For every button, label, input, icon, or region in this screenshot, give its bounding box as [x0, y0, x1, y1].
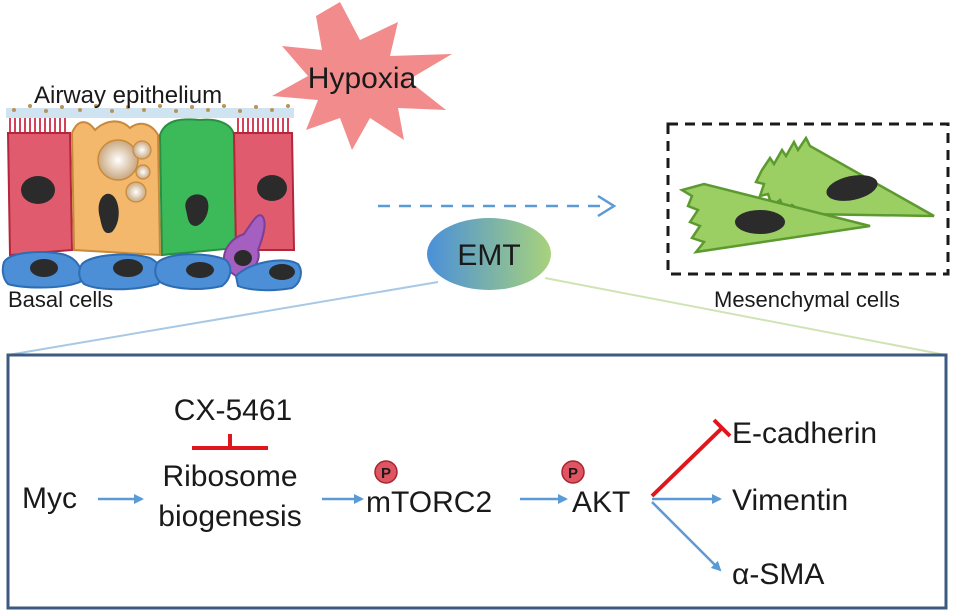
ribosome-node-line2: biogenesis	[158, 500, 301, 533]
inhibition-akt-to-ecadherin	[650, 418, 732, 498]
nucleus	[113, 259, 143, 277]
nucleus	[30, 259, 58, 277]
asma-node: α-SMA	[732, 558, 824, 591]
nucleus	[186, 262, 214, 278]
club-cell	[158, 118, 238, 257]
funnel-line-right	[544, 277, 947, 356]
nucleus	[735, 210, 785, 234]
mesenchymal-cells-label: Mesenchymal cells	[714, 287, 900, 312]
transition-arrow-head	[597, 194, 617, 218]
inhibitor-label: CX-5461	[174, 394, 292, 427]
arrow-akt-to-asma	[651, 501, 722, 572]
mesenchymal-box	[666, 122, 950, 276]
nucleus	[98, 193, 119, 234]
mucus-layer	[6, 108, 294, 118]
airway-epithelium-label: Airway epithelium	[34, 82, 222, 109]
secretory-granule	[97, 139, 139, 181]
cilia-left	[9, 118, 66, 133]
airway-epithelium-illustration	[1, 104, 302, 292]
secretory-granule	[125, 181, 147, 203]
secretory-granule	[132, 140, 152, 160]
pathway-panel	[6, 353, 948, 610]
hypoxia-burst-icon	[272, 2, 452, 150]
basal-cells-label: Basal cells	[8, 287, 113, 312]
vimentin-node: Vimentin	[732, 484, 848, 517]
phospho-symbol-mtorc2: P	[381, 465, 391, 482]
secretory-granule	[135, 164, 151, 180]
inhibition-bar	[192, 434, 268, 450]
mesenchymal-cell	[754, 135, 935, 218]
phospho-marker-akt	[561, 460, 585, 484]
funnel-line-left	[7, 281, 439, 356]
mucus-granules	[12, 104, 290, 113]
phospho-symbol-akt: P	[568, 465, 578, 482]
emt-label: EMT	[457, 239, 520, 272]
mtorc2-node: mTORC2	[366, 486, 492, 519]
ribosome-node-line1: Ribosome	[162, 460, 297, 493]
myc-node: Myc	[22, 482, 77, 515]
hypoxia-label: Hypoxia	[308, 62, 417, 95]
nucleus	[185, 194, 209, 226]
nucleus	[21, 176, 55, 204]
nucleus	[269, 264, 295, 280]
emt-oval	[427, 218, 551, 290]
nucleus	[234, 250, 252, 266]
nucleus	[257, 175, 287, 201]
ecadherin-node: E-cadherin	[732, 417, 877, 450]
akt-node: AKT	[572, 486, 630, 519]
phospho-marker-mtorc2	[374, 460, 398, 484]
cilia-right	[237, 118, 289, 133]
nucleus	[826, 175, 878, 201]
